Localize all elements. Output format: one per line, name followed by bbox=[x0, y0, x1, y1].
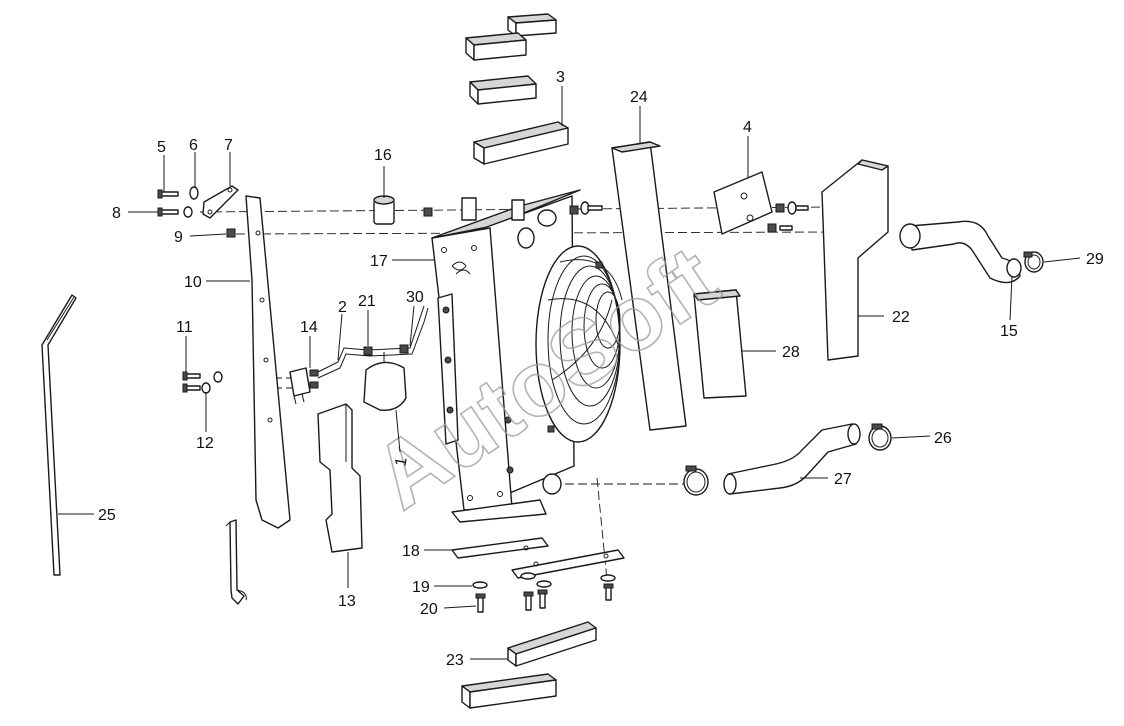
callout-7: 7 bbox=[224, 137, 233, 154]
panel-part-10 bbox=[245, 195, 291, 529]
callout-14: 14 bbox=[300, 319, 318, 336]
bottom-block-stack bbox=[461, 621, 597, 709]
block-top-1 bbox=[507, 13, 557, 37]
callout-11: 11 bbox=[176, 319, 193, 336]
callout-15: 15 bbox=[1000, 323, 1018, 340]
panel-part-22 bbox=[821, 159, 889, 361]
bolt-part-5 bbox=[157, 189, 179, 199]
callout-10: 10 bbox=[184, 274, 202, 291]
callout-12: 12 bbox=[196, 435, 214, 452]
link-part-7 bbox=[202, 185, 239, 219]
callout-1: 1 bbox=[392, 456, 410, 468]
clamp-part-30 bbox=[399, 344, 409, 354]
block-part-23 bbox=[507, 621, 597, 667]
bolt-part-11 bbox=[182, 371, 201, 381]
bolt-part-8 bbox=[157, 207, 179, 217]
callout-8: 8 bbox=[112, 205, 121, 222]
hose-part-15 bbox=[899, 220, 1022, 284]
top-block-stack bbox=[465, 13, 569, 165]
callout-13: 13 bbox=[338, 593, 356, 610]
callout-24: 24 bbox=[630, 89, 648, 106]
block-part-3 bbox=[473, 121, 569, 165]
spacer-part-16 bbox=[373, 195, 395, 225]
callout-28: 28 bbox=[782, 344, 800, 361]
clamp-part-26 bbox=[868, 423, 892, 451]
callout-9: 9 bbox=[174, 229, 183, 246]
clamp-lower-left bbox=[683, 465, 709, 496]
reservoir-part-1 bbox=[363, 361, 407, 411]
callout-6: 6 bbox=[189, 137, 198, 154]
callout-22: 22 bbox=[892, 309, 910, 326]
nut-part-9 bbox=[226, 228, 236, 238]
hose-part-25 bbox=[41, 294, 77, 576]
callout-25: 25 bbox=[98, 507, 116, 524]
sensor-part-14 bbox=[289, 367, 319, 405]
foam-part-13 bbox=[317, 403, 363, 553]
bolts-part-19-20 bbox=[472, 572, 616, 613]
block-top-2 bbox=[465, 32, 527, 61]
hose-part-27 bbox=[723, 423, 861, 495]
block-bottom-2 bbox=[461, 673, 557, 709]
tube-and-reservoir bbox=[317, 305, 429, 411]
radiator-top-fittings bbox=[423, 197, 603, 495]
mount-plates-part-18 bbox=[451, 537, 625, 579]
callout-20: 20 bbox=[420, 601, 438, 618]
bracket-part-4 bbox=[713, 171, 809, 235]
leader-lines bbox=[58, 86, 1081, 660]
callout-5: 5 bbox=[157, 139, 166, 156]
block-top-3 bbox=[469, 75, 537, 105]
callout-21: 21 bbox=[358, 293, 376, 310]
hook-bracket bbox=[225, 519, 247, 605]
washer-part-6 bbox=[189, 186, 199, 200]
callout-4: 4 bbox=[743, 119, 752, 136]
callout-18: 18 bbox=[402, 543, 420, 560]
callout-23: 23 bbox=[446, 652, 464, 669]
foam-part-28 bbox=[693, 289, 747, 399]
clamp-part-21 bbox=[363, 346, 373, 356]
callout-29: 29 bbox=[1086, 251, 1104, 268]
callout-30: 30 bbox=[406, 289, 424, 306]
upper-left-fasteners bbox=[157, 185, 239, 238]
callout-19: 19 bbox=[412, 579, 430, 596]
callout-27: 27 bbox=[834, 471, 852, 488]
callout-2: 2 bbox=[338, 299, 347, 316]
callout-17: 17 bbox=[370, 253, 388, 270]
fan-guard bbox=[535, 245, 623, 443]
bolt-part-12 bbox=[182, 383, 201, 393]
callout-16: 16 bbox=[374, 147, 392, 164]
callout-26: 26 bbox=[934, 430, 952, 447]
callout-3: 3 bbox=[556, 69, 565, 86]
clamp-part-29 bbox=[1023, 251, 1044, 273]
foam-part-24 bbox=[611, 141, 687, 431]
callout-labels: 5 6 7 8 9 10 11 12 14 2 21 30 16 17 1 13… bbox=[98, 69, 1104, 669]
lower-left-fasteners bbox=[182, 367, 319, 405]
